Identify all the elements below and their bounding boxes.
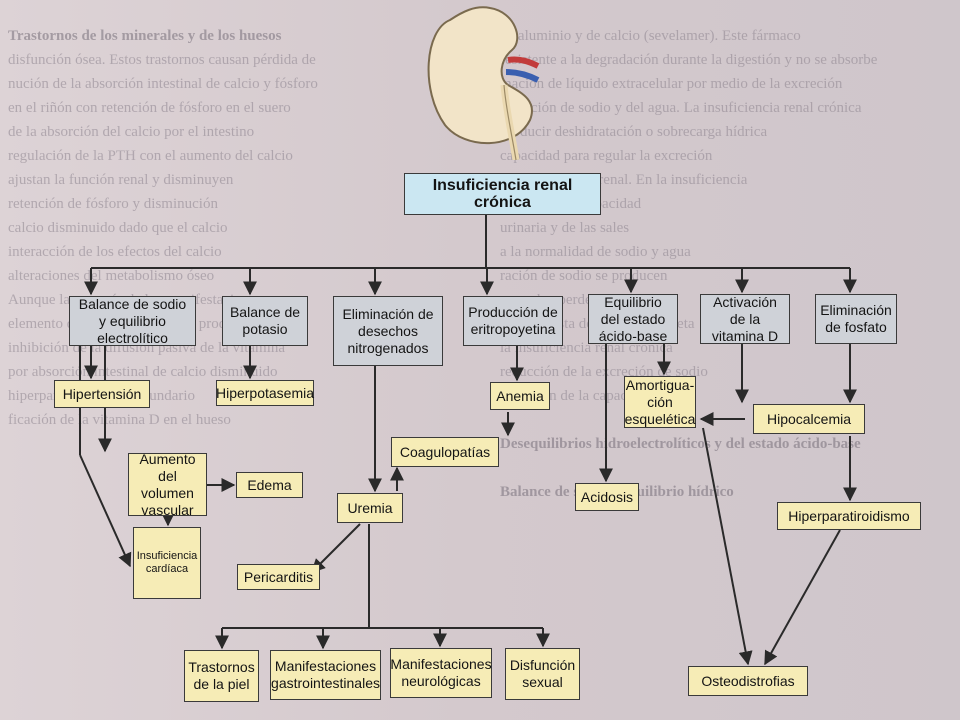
outcome-amortiguacion: Amortigua-ción esquelética xyxy=(624,376,696,428)
background-line: interacción de los efectos del calcio xyxy=(8,244,222,260)
kidney-illustration-icon xyxy=(427,6,540,160)
outcome-hipertension: Hipertensión xyxy=(54,380,150,408)
outcome-trastornos-piel: Trastornos de la piel xyxy=(184,650,259,702)
background-line: en el riñón con retención de fósforo en … xyxy=(8,100,291,116)
outcome-disfuncion-sexual: Disfunción sexual xyxy=(505,648,580,700)
category-eritropoyetina: Producción de eritropoyetina xyxy=(463,296,563,346)
background-line: de la absorción del calcio por el intest… xyxy=(8,124,255,140)
background-line: mación de líquido extracelular por medio… xyxy=(500,76,843,92)
category-fosfato: Eliminación de fosfato xyxy=(815,294,897,344)
category-vitamina-d: Activación de la vitamina D xyxy=(700,294,790,344)
background-line: retención de fósforo y disminución xyxy=(8,196,218,212)
background-line: alteraciones del metabolismo óseo xyxy=(8,268,215,284)
background-line: nución de la absorción intestinal de cal… xyxy=(8,76,318,92)
outcome-hiperpotasemia: Hiperpotasemia xyxy=(216,380,314,406)
background-line: ficación de la vitamina D en el hueso xyxy=(8,412,231,428)
outcome-manifestaciones-gastrointestinales: Manifestaciones gastrointestinales xyxy=(270,650,381,700)
background-line: regulación de la PTH con el aumento del … xyxy=(8,148,293,164)
outcome-hiperparatiroidismo: Hiperparatiroidismo xyxy=(777,502,921,530)
outcome-pericarditis: Pericarditis xyxy=(237,564,320,590)
background-line: a la normalidad de sodio y agua xyxy=(500,244,691,260)
outcome-hipocalcemia: Hipocalcemia xyxy=(753,404,865,434)
root-node: Insuficiencia renal crónica xyxy=(404,173,601,215)
background-line: calcio disminuido dado que el calcio xyxy=(8,220,228,236)
outcome-anemia: Anemia xyxy=(490,382,550,410)
category-acido-base: Equilibrio del estado ácido-base xyxy=(588,294,678,344)
category-potasio: Balance de potasio xyxy=(222,296,308,346)
outcome-edema: Edema xyxy=(236,472,303,498)
category-nitrogenados: Eliminación de desechos nitrogenados xyxy=(333,296,443,366)
outcome-manifestaciones-neurologicas: Manifestaciones neurológicas xyxy=(390,648,492,698)
outcome-acidosis: Acidosis xyxy=(575,483,639,511)
background-line: urinaria y de las sales xyxy=(500,220,630,236)
outcome-uremia: Uremia xyxy=(337,493,403,523)
background-line: disfunción ósea. Estos trastornos causan… xyxy=(8,52,316,68)
background-left-heading: Trastornos de los minerales y de los hue… xyxy=(8,28,282,44)
category-sodio: Balance de sodio y equilibrio electrolít… xyxy=(69,296,196,346)
outcome-aumento-volumen: Aumento del volumen vascular xyxy=(128,451,207,518)
background-right-heading-1: Desequilibrios hidroelectrolíticos y del… xyxy=(500,436,861,452)
outcome-coagulopatias: Coagulopatías xyxy=(391,437,499,467)
outcome-osteodistrofias: Osteodistrofias xyxy=(688,666,808,696)
outcome-insuficiencia-cardiaca: Insuficiencia cardíaca xyxy=(133,527,201,599)
background-line: ajustan la función renal y disminuyen xyxy=(8,172,234,188)
